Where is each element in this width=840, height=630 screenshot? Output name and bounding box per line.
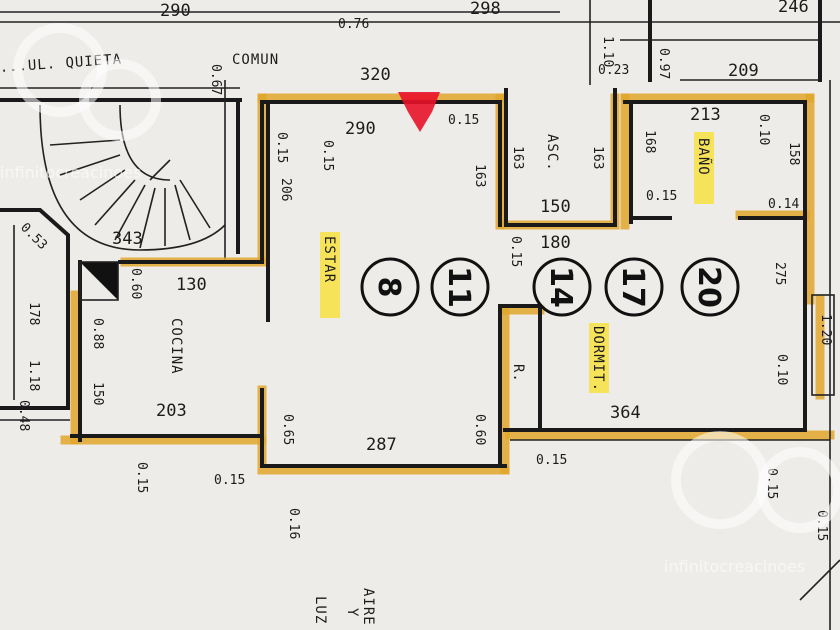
dim-060: 0.60 <box>128 268 143 299</box>
dim-067: 0.67 <box>208 64 223 95</box>
dim-014: 0.14 <box>768 197 799 212</box>
dim-015-c: 0.15 <box>448 113 479 128</box>
dim-065: 0.65 <box>280 414 295 445</box>
dim-top-246: 246 <box>778 0 809 17</box>
dim-290: 290 <box>345 119 376 139</box>
dim-015-f: 0.15 <box>134 462 149 493</box>
label-y: Y <box>344 608 360 617</box>
column-kitchen <box>79 261 119 301</box>
dim-top-298: 298 <box>470 0 501 19</box>
label-comun: COMUN <box>232 52 279 68</box>
unit-circle-8 <box>360 257 420 317</box>
top-strip <box>0 0 840 85</box>
dim-364: 364 <box>610 403 641 423</box>
dim-118: 1.18 <box>26 360 41 391</box>
dormit-tag-bg <box>589 323 609 393</box>
dim-088: 0.88 <box>90 318 105 349</box>
dim-206: 206 <box>278 178 293 201</box>
unit-number-14: 14 <box>543 266 578 308</box>
dim-163: 163 <box>472 164 487 187</box>
dim-209: 209 <box>728 61 759 81</box>
label-luz: LUZ <box>312 596 328 624</box>
unit-number-8: 8 <box>371 277 406 298</box>
label-r: R. <box>510 364 526 383</box>
dim-015-a: 0.15 <box>274 132 289 163</box>
dim-010-b: 0.10 <box>774 354 789 385</box>
dim-110: 1.10 <box>600 36 615 67</box>
dim-010: 0.10 <box>756 114 771 145</box>
dim-015-d: 0.15 <box>508 236 523 267</box>
dim-163-c: 163 <box>590 146 605 169</box>
dim-320: 320 <box>360 65 391 85</box>
left-wall-column <box>0 208 70 421</box>
dim-168: 168 <box>642 130 657 153</box>
label-estar: ESTAR <box>321 236 337 283</box>
unit-circle-17 <box>604 257 664 317</box>
dim-015-g: 0.15 <box>214 473 245 488</box>
unit-circle-20 <box>680 257 740 317</box>
label-ascensor: ASC. <box>544 134 560 172</box>
dim-048: 0.48 <box>16 400 31 431</box>
watermark-text-right: infinitocreacinoes <box>664 557 805 576</box>
dim-top-290: 290 <box>160 1 191 21</box>
dim-097: 0.97 <box>656 48 671 79</box>
dim-120: 1.20 <box>818 314 833 345</box>
dim-023: 0.23 <box>598 63 629 78</box>
dim-016: 0.16 <box>286 508 301 539</box>
dim-150-b: 150 <box>90 382 105 405</box>
unit-circle-11 <box>430 257 490 317</box>
stair-area <box>0 80 242 262</box>
dim-275: 275 <box>772 262 787 285</box>
dim-015-b: 0.15 <box>320 140 335 171</box>
dim-203: 203 <box>156 401 187 421</box>
watermark: infinitocreacinoes infinitocreacinoes <box>0 23 840 576</box>
unit-walls <box>70 88 830 468</box>
bano-tag-bg <box>694 132 714 204</box>
dimensions: 290 0.76 298 246 0.23 1.10 0.97 209 0.67… <box>16 0 833 541</box>
dim-060-b: 0.60 <box>472 414 487 445</box>
label-dormit: DORMIT. <box>590 326 606 392</box>
dim-213: 213 <box>690 105 721 125</box>
stair-treads <box>49 139 211 249</box>
dim-top-076: 0.76 <box>338 17 369 32</box>
entry-marker <box>398 92 440 132</box>
dim-158: 158 <box>786 142 801 165</box>
label-aire: AIRE <box>360 588 376 626</box>
right-edge <box>799 80 840 630</box>
dim-163-b: 163 <box>510 146 525 169</box>
unit-circle-14 <box>532 257 592 317</box>
unit-number-17: 17 <box>615 266 650 308</box>
unit-number-20: 20 <box>691 266 726 308</box>
dim-343: 343 <box>112 229 143 249</box>
dim-150: 150 <box>540 197 571 217</box>
unit-number-11: 11 <box>441 266 476 308</box>
dim-178: 178 <box>26 302 41 325</box>
watermark-text-left: infinitocreacinoes <box>0 163 141 182</box>
dim-287: 287 <box>366 435 397 455</box>
dim-130: 130 <box>176 275 207 295</box>
dim-015-h: 0.15 <box>536 453 567 468</box>
unit-circles: 8 11 14 17 20 <box>360 257 740 317</box>
label-bano: BAÑO <box>695 138 712 176</box>
label-cocina: COCINA <box>168 318 184 375</box>
dim-015-e: 0.15 <box>646 189 677 204</box>
dim-180: 180 <box>540 233 571 253</box>
estar-tag-bg <box>320 232 340 318</box>
